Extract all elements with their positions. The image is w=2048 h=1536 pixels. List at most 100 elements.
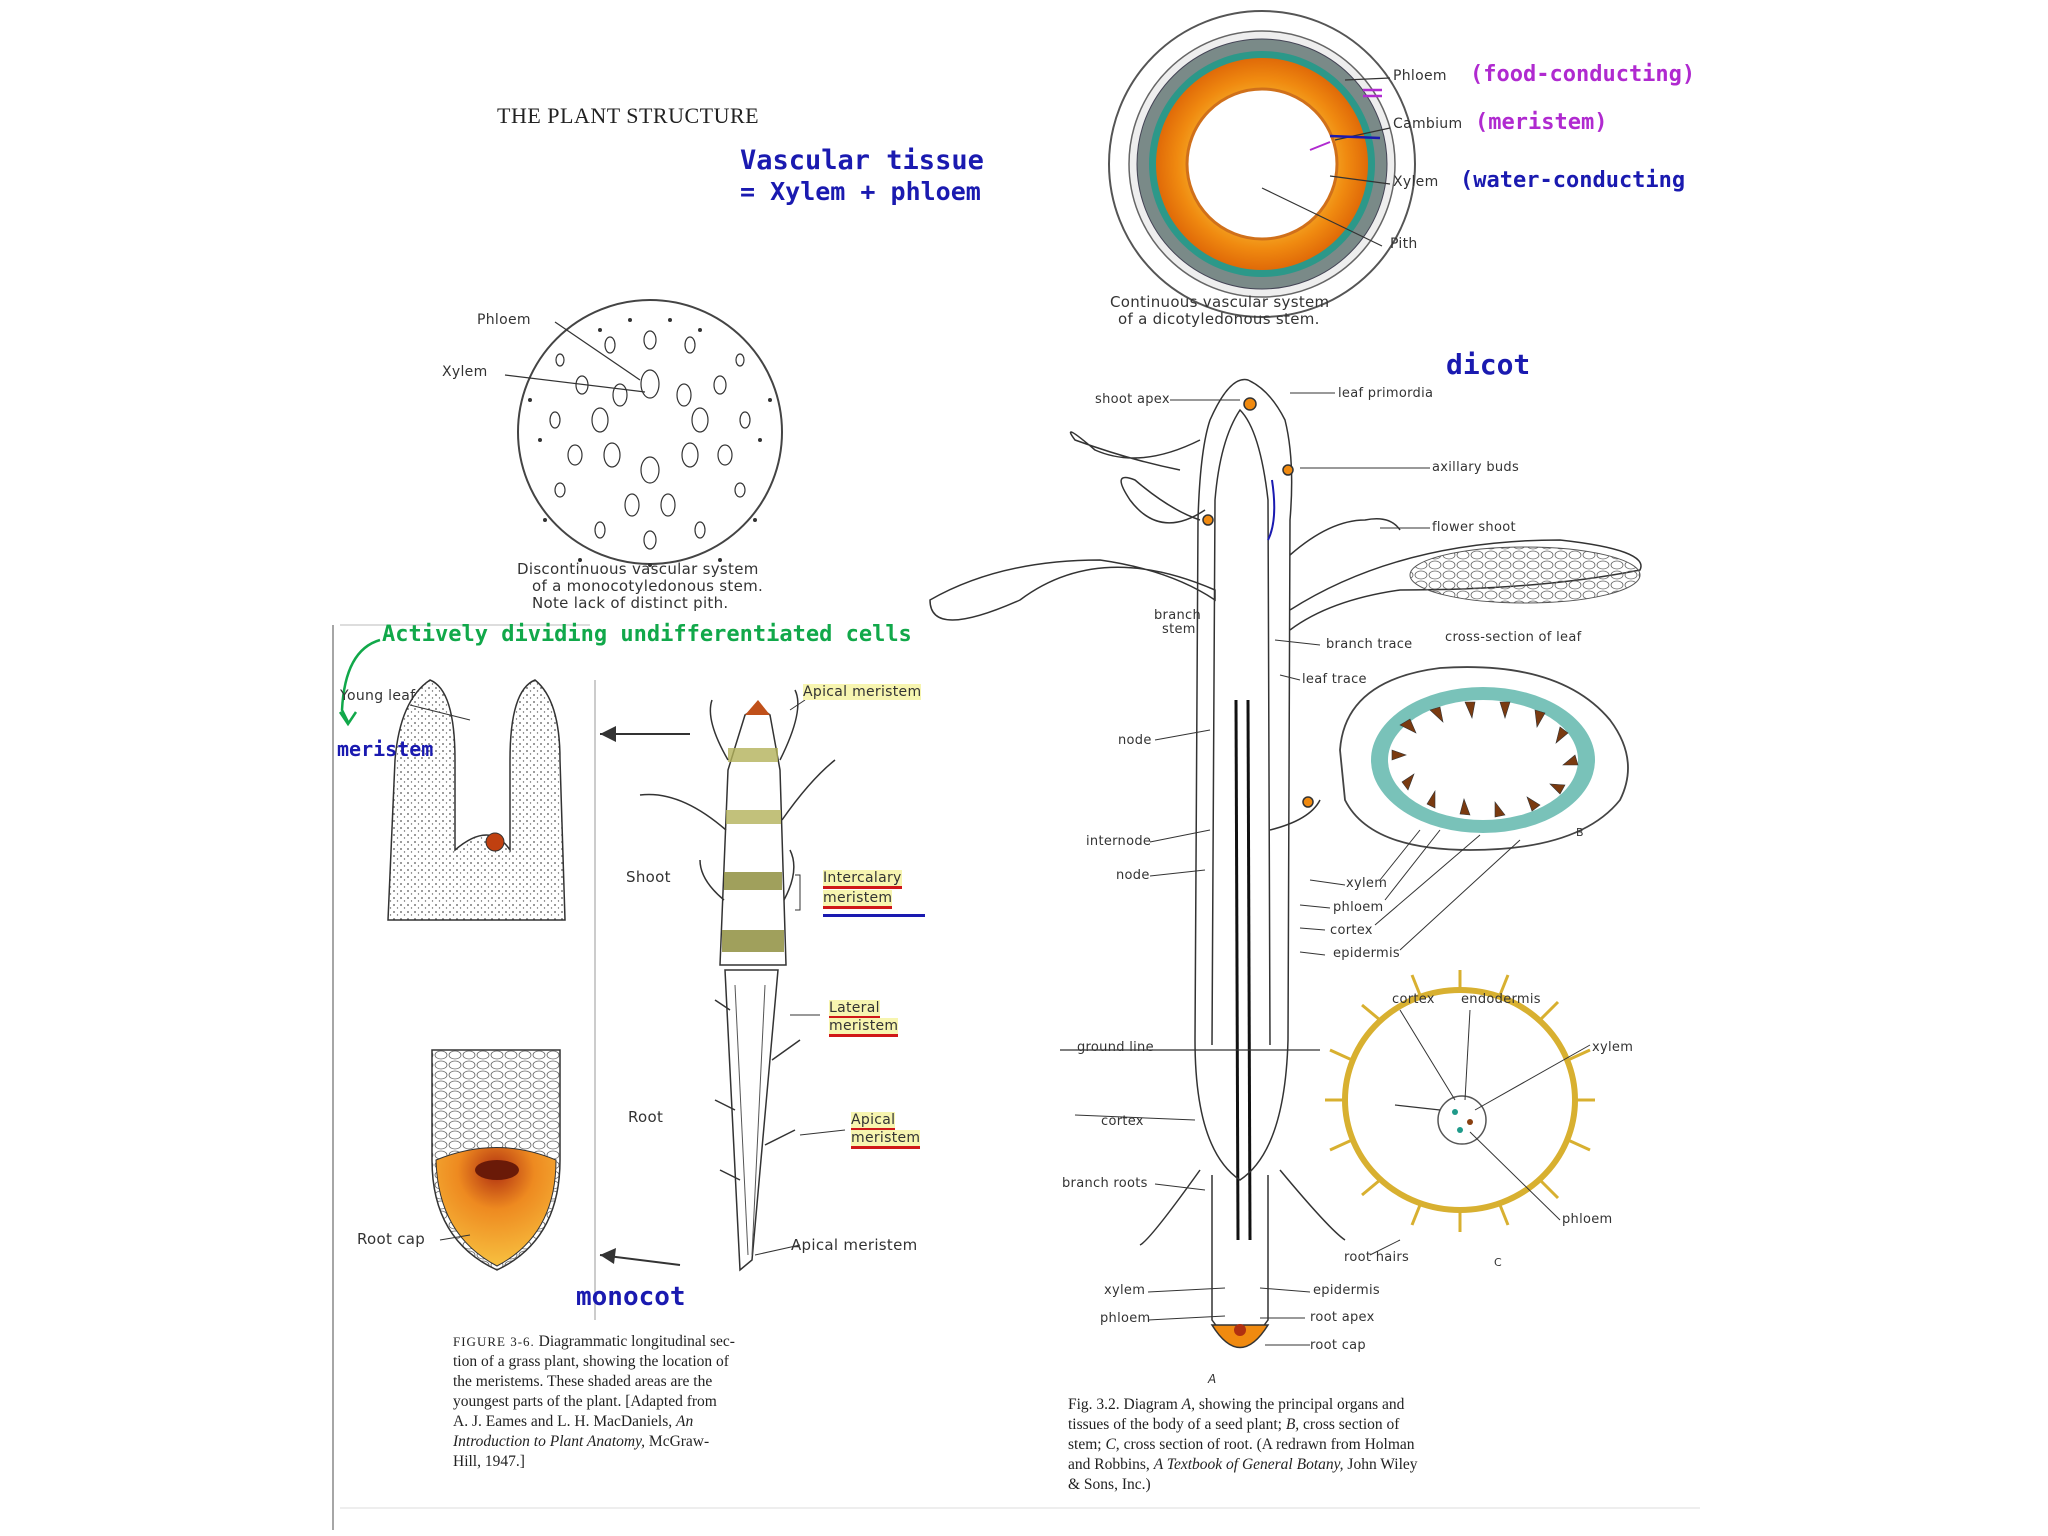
monocot-caption-line2: of a monocotyledonous stem.	[532, 577, 764, 595]
label-xylem-b: xylem	[1346, 876, 1388, 891]
label-cambium: Cambium	[1393, 116, 1463, 132]
label-root-cap-grass: Root cap	[357, 1230, 426, 1248]
note-meristem-paren: (meristem)	[1475, 110, 1608, 135]
fig-3-6-line6: Introduction to Plant Anatomy,	[453, 1433, 646, 1450]
label-node-1: node	[1118, 733, 1152, 748]
label-branch-stem-1: branch	[1154, 608, 1201, 623]
label-phloem-b: phloem	[1333, 900, 1384, 915]
label-cross-section-leaf: cross-section of leaf	[1445, 630, 1582, 645]
fig-3-6-line2: tion of a grass plant, showing the locat…	[453, 1353, 729, 1370]
fig-3-6-line7: Hill, 1947.]	[453, 1453, 525, 1470]
label-intercalary-2: meristem	[823, 890, 893, 909]
label-ground-line: ground line	[1077, 1040, 1154, 1055]
fig-3-2-line3b: C,	[1105, 1436, 1120, 1453]
label-lateral-1: Lateral	[829, 1000, 880, 1019]
intercalary-blue-underline	[823, 914, 925, 917]
label-shoot: Shoot	[626, 868, 671, 886]
note-water-conducting: (water-conducting	[1460, 168, 1686, 193]
page-frame	[332, 624, 1700, 1530]
fig-3-2-line2: tissues of the body of a seed plant;	[1068, 1416, 1282, 1433]
label-c: C	[1494, 1256, 1502, 1269]
fig-3-2-line1c: showing the principal organs and	[1198, 1396, 1405, 1413]
fig-3-2-line2c: cross section of	[1303, 1416, 1400, 1433]
fig-3-2-line1: Fig. 3.2. Diagram	[1068, 1396, 1178, 1413]
fig-3-6-line5b: An	[675, 1413, 694, 1430]
fig-3-2-line3: stem;	[1068, 1436, 1102, 1453]
label-intercalary-1: Intercalary	[823, 870, 902, 889]
label-phloem-monocot: Phloem	[477, 312, 531, 328]
dicot-caption-line1: Continuous vascular system	[1110, 293, 1330, 311]
fig-3-6-label: FIGURE 3-6.	[453, 1334, 535, 1349]
note-dicot: dicot	[1446, 348, 1531, 381]
label-flower-shoot: flower shoot	[1432, 520, 1516, 535]
fig-3-2-line3c: cross section of root. (A redrawn from H…	[1123, 1436, 1415, 1453]
label-root: Root	[628, 1108, 664, 1126]
seed-plant-diagram-a	[929, 378, 1642, 1349]
note-vascular-line2: = Xylem + phloem	[740, 177, 981, 206]
label-pith: Pith	[1390, 236, 1418, 252]
root-cross-section-c	[1325, 970, 1595, 1256]
label-leaf-trace: leaf trace	[1302, 672, 1367, 687]
label-xylem-monocot: Xylem	[442, 364, 488, 380]
young-leaf-section	[387, 679, 690, 921]
label-cortex-root: cortex	[1101, 1114, 1144, 1129]
note-actively-dividing: Actively dividing undifferentiated cells	[382, 622, 912, 647]
label-shoot-apex: shoot apex	[1095, 392, 1170, 407]
dicot-caption-line2: of a dicotyledonous stem.	[1118, 310, 1320, 328]
label-endodermis: endodermis	[1461, 992, 1541, 1007]
label-node-2: node	[1116, 868, 1150, 883]
label-root-apex: root apex	[1310, 1310, 1375, 1325]
label-phloem-dicot: Phloem	[1393, 68, 1447, 84]
label-leaf-primordia: leaf primordia	[1338, 386, 1434, 401]
fig-3-2-line1b: A,	[1181, 1396, 1195, 1413]
fig-3-2-line4b: A Textbook of General Botany,	[1153, 1456, 1344, 1473]
monocot-caption-line1: Discontinuous vascular system	[517, 560, 759, 578]
label-b: B	[1576, 826, 1584, 839]
note-food-conducting: (food-conducting)	[1470, 62, 1696, 87]
label-young-leaf: Young leaf	[340, 688, 416, 704]
fig-3-6-line6b: McGraw-	[648, 1433, 710, 1450]
note-vascular-line1: Vascular tissue	[740, 145, 984, 176]
label-root-cap-a: root cap	[1310, 1338, 1366, 1353]
monocot-caption-line3: Note lack of distinct pith.	[532, 594, 729, 612]
fig-3-2-line4: and Robbins,	[1068, 1456, 1150, 1473]
page-title: THE PLANT STRUCTURE	[497, 103, 760, 128]
label-root-phloem-c: phloem	[1562, 1212, 1613, 1227]
stem-cross-section-b	[1339, 666, 1629, 951]
dicot-stem-cross-section	[1108, 10, 1416, 318]
label-phloem-root: phloem	[1100, 1311, 1151, 1326]
figure-3-2-caption: Fig. 3.2. Diagram A, showing the princip…	[1068, 1395, 1568, 1495]
label-lateral-2: meristem	[829, 1018, 899, 1037]
label-branch-stem-2: stem	[1162, 622, 1196, 637]
fig-3-6-line5: A. J. Eames and L. H. MacDaniels,	[453, 1413, 673, 1430]
grass-plant-stem	[639, 689, 846, 1272]
label-apical-2: meristem	[851, 1130, 921, 1149]
label-apical-1: Apical	[851, 1112, 896, 1131]
root-tip-section	[431, 1049, 681, 1271]
label-apical-meristem-top: Apical meristem	[803, 684, 922, 700]
label-branch-trace: branch trace	[1326, 637, 1413, 652]
label-a: A	[1208, 1372, 1217, 1386]
label-apical-meristem-bottom: Apical meristem	[791, 1236, 918, 1254]
fig-3-2-line2b: B,	[1285, 1416, 1300, 1433]
label-epidermis-root: epidermis	[1313, 1283, 1380, 1298]
annotation-strokes	[338, 88, 1382, 727]
label-root-hairs: root hairs	[1344, 1250, 1410, 1265]
label-root-xylem-c: xylem	[1592, 1040, 1634, 1055]
monocot-stem-cross-section	[504, 299, 783, 567]
label-xylem-root: xylem	[1104, 1283, 1146, 1298]
note-monocot: monocot	[576, 1282, 686, 1312]
label-epidermis-b: epidermis	[1333, 946, 1400, 961]
fig-3-2-line5: & Sons, Inc.)	[1068, 1476, 1151, 1493]
label-root-cortex-c: cortex	[1392, 992, 1435, 1007]
label-cortex-b: cortex	[1330, 923, 1373, 938]
label-xylem-dicot: Xylem	[1393, 174, 1439, 190]
fig-3-6-line4: youngest parts of the plant. [Adapted fr…	[453, 1393, 717, 1410]
note-meristem: meristem	[337, 737, 434, 761]
fig-3-6-line1: Diagrammatic longitudinal sec-	[538, 1333, 735, 1350]
label-branch-roots: branch roots	[1062, 1176, 1148, 1191]
figure-3-6-caption: FIGURE 3-6. Diagrammatic longitudinal se…	[453, 1332, 833, 1472]
label-internode: internode	[1086, 834, 1152, 849]
fig-3-2-line4c: John Wiley	[1347, 1456, 1418, 1473]
